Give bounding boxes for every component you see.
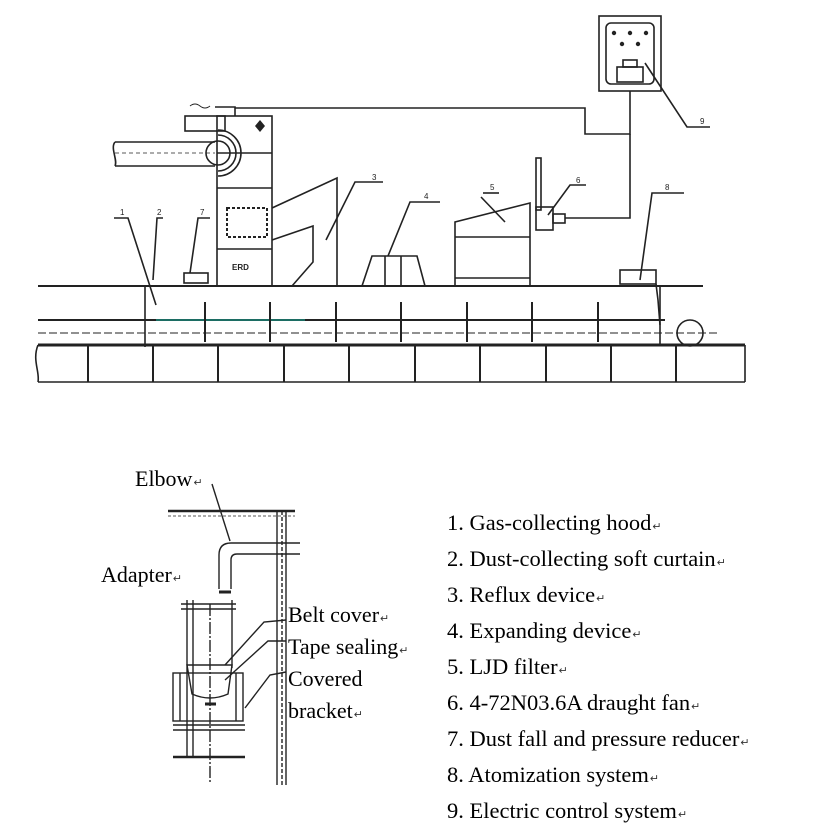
- belt-cover-label: Belt cover↵: [288, 602, 390, 627]
- callout-number: 5: [490, 183, 495, 192]
- callout-number: 9: [700, 117, 705, 126]
- legend-item: 4. Expanding device↵: [447, 618, 642, 643]
- tape-sealing-label: Tape sealing↵: [288, 634, 409, 659]
- bracket-label: bracket↵: [288, 698, 363, 723]
- legend-item: 7. Dust fall and pressure reducer↵: [447, 726, 750, 751]
- legend-item: 6. 4-72N03.6A draught fan↵: [447, 690, 701, 715]
- component-legend: 1. Gas-collecting hood↵ 2. Dust-collectin…: [447, 507, 750, 831]
- callout-number: 8: [665, 183, 670, 192]
- legend-item: 8. Atomization system↵: [447, 762, 660, 787]
- legend-item: 5. LJD filter↵: [447, 654, 568, 679]
- legend-item: 2. Dust-collecting soft curtain↵: [447, 546, 726, 571]
- electric-control-cabinet: [598, 15, 662, 92]
- expanding-device: [360, 255, 427, 287]
- atomization-system: [619, 269, 657, 285]
- callout-number: 3: [372, 173, 377, 182]
- legend-item: 3. Reflux device↵: [447, 582, 606, 607]
- callout-number: 7: [200, 208, 205, 217]
- box-marking: ERD: [232, 263, 249, 272]
- dust-fall-reducer: [183, 272, 209, 284]
- covered-label: Covered: [288, 666, 363, 691]
- conveyor-dust-system-diagram: 1 2 3 4 5 6 7 8 9 ERD: [34, 15, 746, 383]
- callout-number: 1: [120, 208, 125, 217]
- callout-number: 6: [576, 176, 581, 185]
- callout-number: 4: [424, 192, 429, 201]
- legend-item: 1. Gas-collecting hood↵: [447, 510, 662, 535]
- draught-fan: [535, 157, 542, 211]
- adapter-label: Adapter↵: [101, 562, 183, 587]
- legend-item: 9. Electric control system↵: [447, 798, 688, 823]
- callout-number: 2: [157, 208, 162, 217]
- ljd-filter: [454, 201, 531, 286]
- elbow-label: Elbow↵: [135, 466, 203, 491]
- gas-collecting-hood: [216, 115, 273, 287]
